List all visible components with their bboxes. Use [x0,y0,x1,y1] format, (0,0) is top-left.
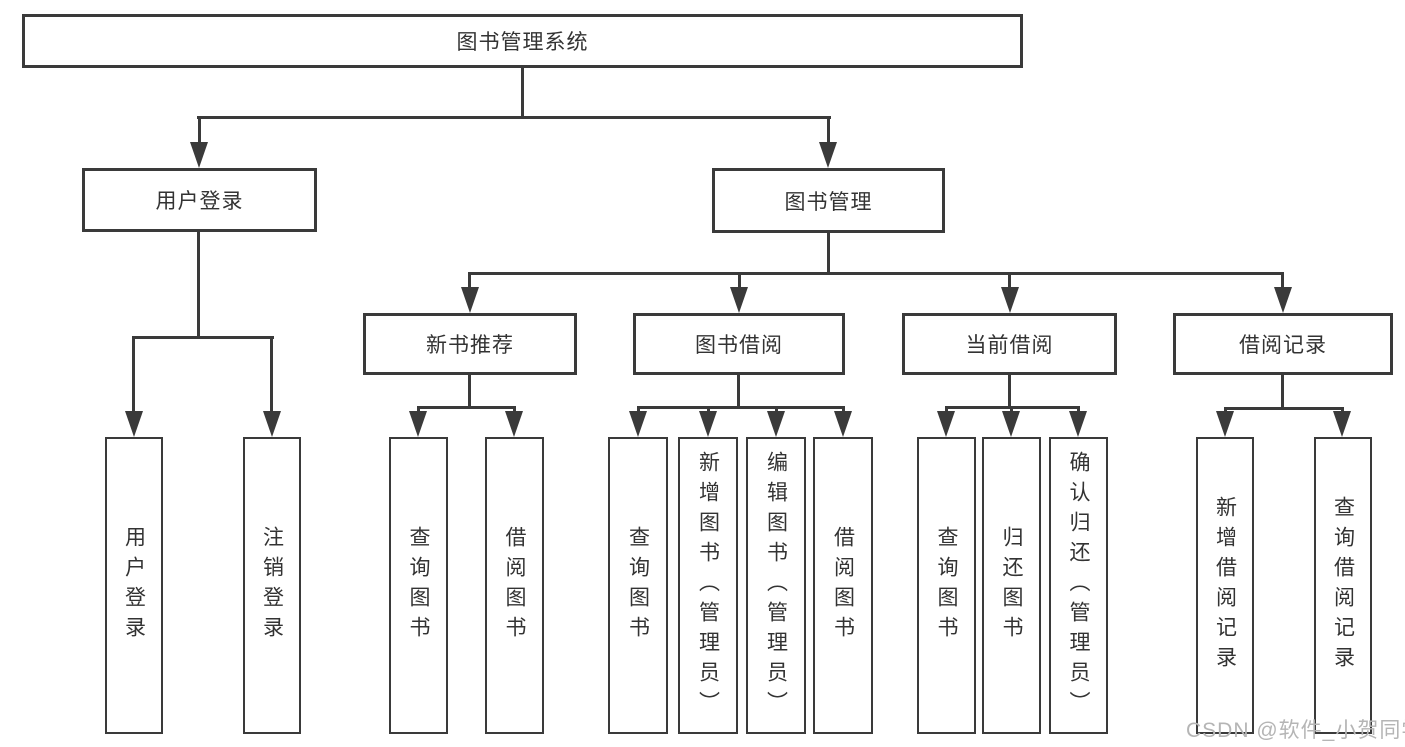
leaf-query-books-current: 查询图书 [917,437,976,734]
watermark: CSDN @软件_小贺同学 [1186,719,1405,742]
arrow-down-icon [629,411,647,437]
arrow-down-icon [1274,287,1292,313]
leaf-return-books: 归还图书 [982,437,1041,734]
arrow-down-icon [1001,287,1019,313]
connector-line [513,406,516,414]
leaf-edit-books-admin: 编辑图书（管理员） [746,437,806,734]
arrow-down-icon [505,411,523,437]
connector-line [707,406,710,414]
connector-line [468,375,471,408]
connector-line [1008,272,1011,290]
node-user-login: 用户登录 [82,168,317,232]
connector-line [132,336,135,414]
arrow-down-icon [190,142,208,168]
connector-line [737,375,740,408]
leaf-add-books-admin: 新增图书（管理员） [678,437,738,734]
connector-line [1008,375,1011,408]
arrow-down-icon [819,142,837,168]
arrow-down-icon [767,411,785,437]
leaf-query-borrow-record: 查询借阅记录 [1314,437,1372,734]
leaf-logout: 注销登录 [243,437,301,734]
node-current-borrowing: 当前借阅 [902,313,1117,375]
connector-line [775,406,778,414]
arrow-down-icon [263,411,281,437]
connector-line [945,406,948,414]
arrow-down-icon [699,411,717,437]
connector-line [417,406,420,414]
connector-line [827,233,830,275]
connector-line [1224,407,1227,414]
connector-line [738,272,741,290]
arrow-down-icon [409,411,427,437]
connector-line [637,406,640,414]
leaf-query-books-recommend: 查询图书 [389,437,448,734]
connector-line [417,406,516,409]
connector-line [1010,406,1013,414]
leaf-borrow-books-recommend: 借阅图书 [485,437,544,734]
node-borrow-records: 借阅记录 [1173,313,1393,375]
arrow-down-icon [1002,411,1020,437]
leaf-borrow-books-borrowing: 借阅图书 [813,437,873,734]
connector-line [1281,375,1284,408]
connector-line [198,116,201,144]
node-book-management: 图书管理 [712,168,945,233]
connector-line [197,232,200,338]
connector-line [637,406,845,409]
node-library-system: 图书管理系统 [22,14,1023,68]
leaf-query-books-borrowing: 查询图书 [608,437,668,734]
arrow-down-icon [937,411,955,437]
leaf-add-borrow-record: 新增借阅记录 [1196,437,1254,734]
arrow-down-icon [461,287,479,313]
connector-line [1281,272,1284,290]
connector-line [1224,407,1344,410]
leaf-confirm-return-admin: 确认归还（管理员） [1049,437,1108,734]
connector-line [468,272,471,290]
arrow-down-icon [125,411,143,437]
connector-line [197,116,831,119]
arrow-down-icon [834,411,852,437]
connector-line [270,336,273,414]
connector-line [521,68,524,117]
arrow-down-icon [1333,411,1351,437]
node-book-borrowing: 图书借阅 [633,313,845,375]
connector-line [1341,407,1344,414]
arrow-down-icon [1069,411,1087,437]
arrow-down-icon [730,287,748,313]
connector-line [468,272,1284,275]
connector-line [132,336,274,339]
connector-line [842,406,845,414]
leaf-user-login: 用户登录 [105,437,163,734]
connector-line [1077,406,1080,414]
arrow-down-icon [1216,411,1234,437]
node-new-book-recommend: 新书推荐 [363,313,577,375]
connector-line [827,116,830,144]
